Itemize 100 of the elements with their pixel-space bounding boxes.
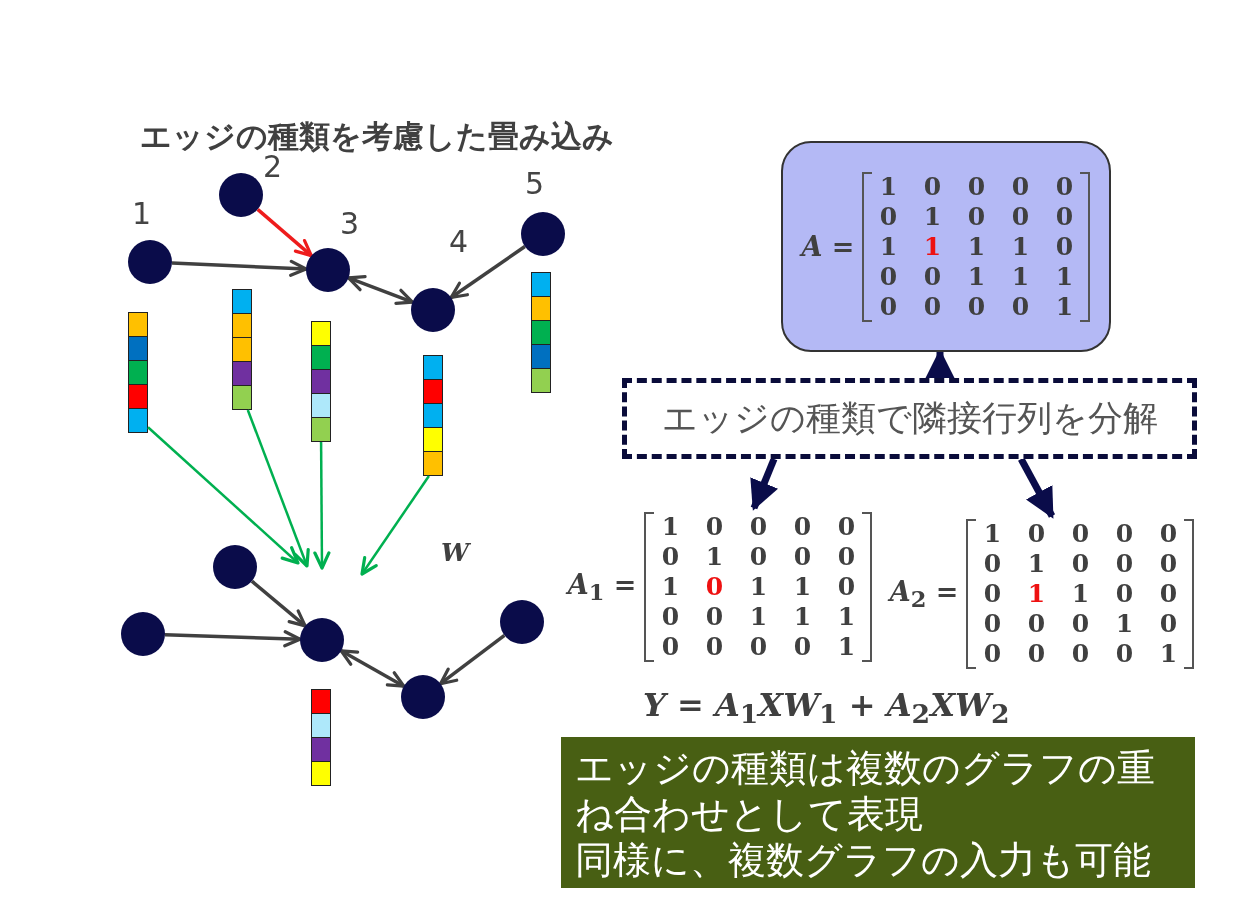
matrix-cell-text: 1 bbox=[922, 231, 943, 262]
graph-node-circle bbox=[521, 212, 565, 256]
matrix-cell-text: 1 bbox=[1054, 291, 1075, 322]
matrix-cell-text: 0 bbox=[704, 602, 725, 632]
arrow bbox=[250, 579, 307, 628]
matrix-cell-text: 1 bbox=[792, 572, 813, 602]
matrix-cell-text: 0 bbox=[878, 261, 899, 292]
matrix-cell-text: 1 bbox=[660, 572, 681, 602]
matrix-cell-text: 0 bbox=[966, 291, 987, 322]
matrix-cell-text: 0 bbox=[1158, 579, 1179, 609]
matrix-cell-text: 0 bbox=[878, 291, 899, 322]
arrow bbox=[147, 426, 300, 565]
matrix-cell-text: 1 bbox=[966, 261, 987, 292]
matrix-cell-text: 0 bbox=[792, 512, 813, 542]
matrix-cell-text: 1 bbox=[836, 602, 857, 632]
feature-vector-bar bbox=[311, 322, 331, 442]
arrow bbox=[1018, 457, 1056, 519]
matrix-cell-text: 0 bbox=[704, 512, 725, 542]
matrix-label: A = bbox=[801, 231, 855, 262]
matrix-cell-text: 0 bbox=[836, 572, 857, 602]
matrix-cell-text: 0 bbox=[1070, 639, 1091, 669]
matrix-cell-text: 0 bbox=[1054, 231, 1075, 262]
matrix-cell-text: 0 bbox=[1114, 519, 1135, 549]
matrix-cell-text: 0 bbox=[922, 261, 943, 292]
matrix-cell-text: 1 bbox=[792, 602, 813, 632]
matrix-cell-text: 0 bbox=[922, 291, 943, 322]
graph-node-circle bbox=[128, 240, 172, 284]
matrix-cell-text: 0 bbox=[966, 171, 987, 202]
arrow bbox=[346, 275, 415, 305]
matrix-cell-text: 0 bbox=[966, 201, 987, 232]
matrix-cell-text: 0 bbox=[792, 542, 813, 572]
graph-node-circle bbox=[500, 600, 544, 644]
title: エッジの種類を考慮した畳み込み bbox=[140, 117, 614, 155]
matrix-cell-text: 0 bbox=[792, 632, 813, 662]
matrix-cell-text: 0 bbox=[1054, 171, 1075, 202]
matrix-cell-text: 1 bbox=[878, 171, 899, 202]
feature-vector-bar bbox=[531, 273, 551, 393]
graph-node-circle bbox=[300, 618, 344, 662]
matrix-cell-text: 1 bbox=[1070, 579, 1091, 609]
matrix-cell-text: 0 bbox=[704, 632, 725, 662]
arrow bbox=[313, 442, 331, 570]
matrix-cell-text: 1 bbox=[836, 632, 857, 662]
arrow bbox=[339, 649, 406, 688]
matrix-cell-text: 0 bbox=[982, 609, 1003, 639]
node-number: 3 bbox=[340, 206, 360, 241]
matrix-cell-text: 0 bbox=[660, 602, 681, 632]
feature-vector-bar bbox=[232, 290, 252, 410]
matrix-cell-text: 0 bbox=[1070, 549, 1091, 579]
matrix-cell-text: 0 bbox=[1158, 549, 1179, 579]
matrix-cell-text: 0 bbox=[1070, 609, 1091, 639]
matrix-cell-text: 0 bbox=[1070, 519, 1091, 549]
matrix-cell-text: 0 bbox=[660, 542, 681, 572]
matrix-cell-text: 1 bbox=[878, 231, 899, 262]
matrix-cell-text: 0 bbox=[1010, 201, 1031, 232]
graph-node-circle bbox=[219, 173, 263, 217]
matrix-cell-text: 0 bbox=[836, 512, 857, 542]
dashed-box: エッジの種類で隣接行列を分解 bbox=[622, 378, 1197, 459]
matrix-cell-text: 0 bbox=[704, 572, 725, 602]
matrix-cell-text: 0 bbox=[748, 632, 769, 662]
node-number: 5 bbox=[525, 166, 545, 201]
arrow bbox=[750, 457, 779, 511]
arrow bbox=[246, 409, 310, 568]
matrix-label: A$_{2}$ = bbox=[889, 575, 959, 613]
arrow bbox=[438, 633, 506, 686]
matrix-cell-text: 1 bbox=[1026, 579, 1047, 609]
matrix-cell-text: 0 bbox=[660, 632, 681, 662]
matrix-cell-text: 0 bbox=[748, 512, 769, 542]
matrix-cell-text: 0 bbox=[1010, 291, 1031, 322]
matrix-cell-text: 1 bbox=[922, 201, 943, 232]
feature-vector-bar bbox=[311, 690, 331, 786]
equation: Y = A$_{1}$XW$_{1}$ + A$_{2}$XW$_{2}$ bbox=[643, 686, 1010, 730]
graph-node-circle bbox=[401, 675, 445, 719]
arrow bbox=[256, 208, 313, 258]
matrix-cell-text: 0 bbox=[748, 542, 769, 572]
feature-vector-bar bbox=[128, 313, 148, 433]
matrix-cell-text: 1 bbox=[1026, 549, 1047, 579]
node-number: 1 bbox=[132, 196, 152, 231]
matrix-cell-text: 1 bbox=[748, 572, 769, 602]
arrow bbox=[171, 259, 308, 277]
matrix-box bbox=[781, 141, 1111, 352]
graph-node-circle bbox=[121, 612, 165, 656]
matrix-cell-text: 0 bbox=[922, 171, 943, 202]
matrix-cell-text: 1 bbox=[1054, 261, 1075, 292]
graph-node-circle bbox=[213, 545, 257, 589]
matrix-cell-text: 0 bbox=[982, 549, 1003, 579]
arrow bbox=[164, 630, 302, 648]
matrix-cell-text: 0 bbox=[1114, 579, 1135, 609]
matrix-cell-text: 0 bbox=[1114, 549, 1135, 579]
matrix-cell-text: 1 bbox=[982, 519, 1003, 549]
matrix-cell-text: 0 bbox=[1026, 639, 1047, 669]
matrix-cell-text: 1 bbox=[1158, 639, 1179, 669]
matrix-cell-text: 1 bbox=[660, 512, 681, 542]
arrow bbox=[925, 349, 955, 379]
node-number: 4 bbox=[449, 224, 469, 259]
matrix-cell-text: 0 bbox=[1054, 201, 1075, 232]
matrix-cell-text: 0 bbox=[1114, 639, 1135, 669]
note-box: エッジの種類は複数のグラフの重ね合わせとして表現 同様に、複数グラフの入力も可能 bbox=[561, 737, 1195, 888]
matrix-cell-text: 0 bbox=[1158, 519, 1179, 549]
matrix-cell-text: 0 bbox=[982, 639, 1003, 669]
matrix-cell-text: 0 bbox=[878, 201, 899, 232]
